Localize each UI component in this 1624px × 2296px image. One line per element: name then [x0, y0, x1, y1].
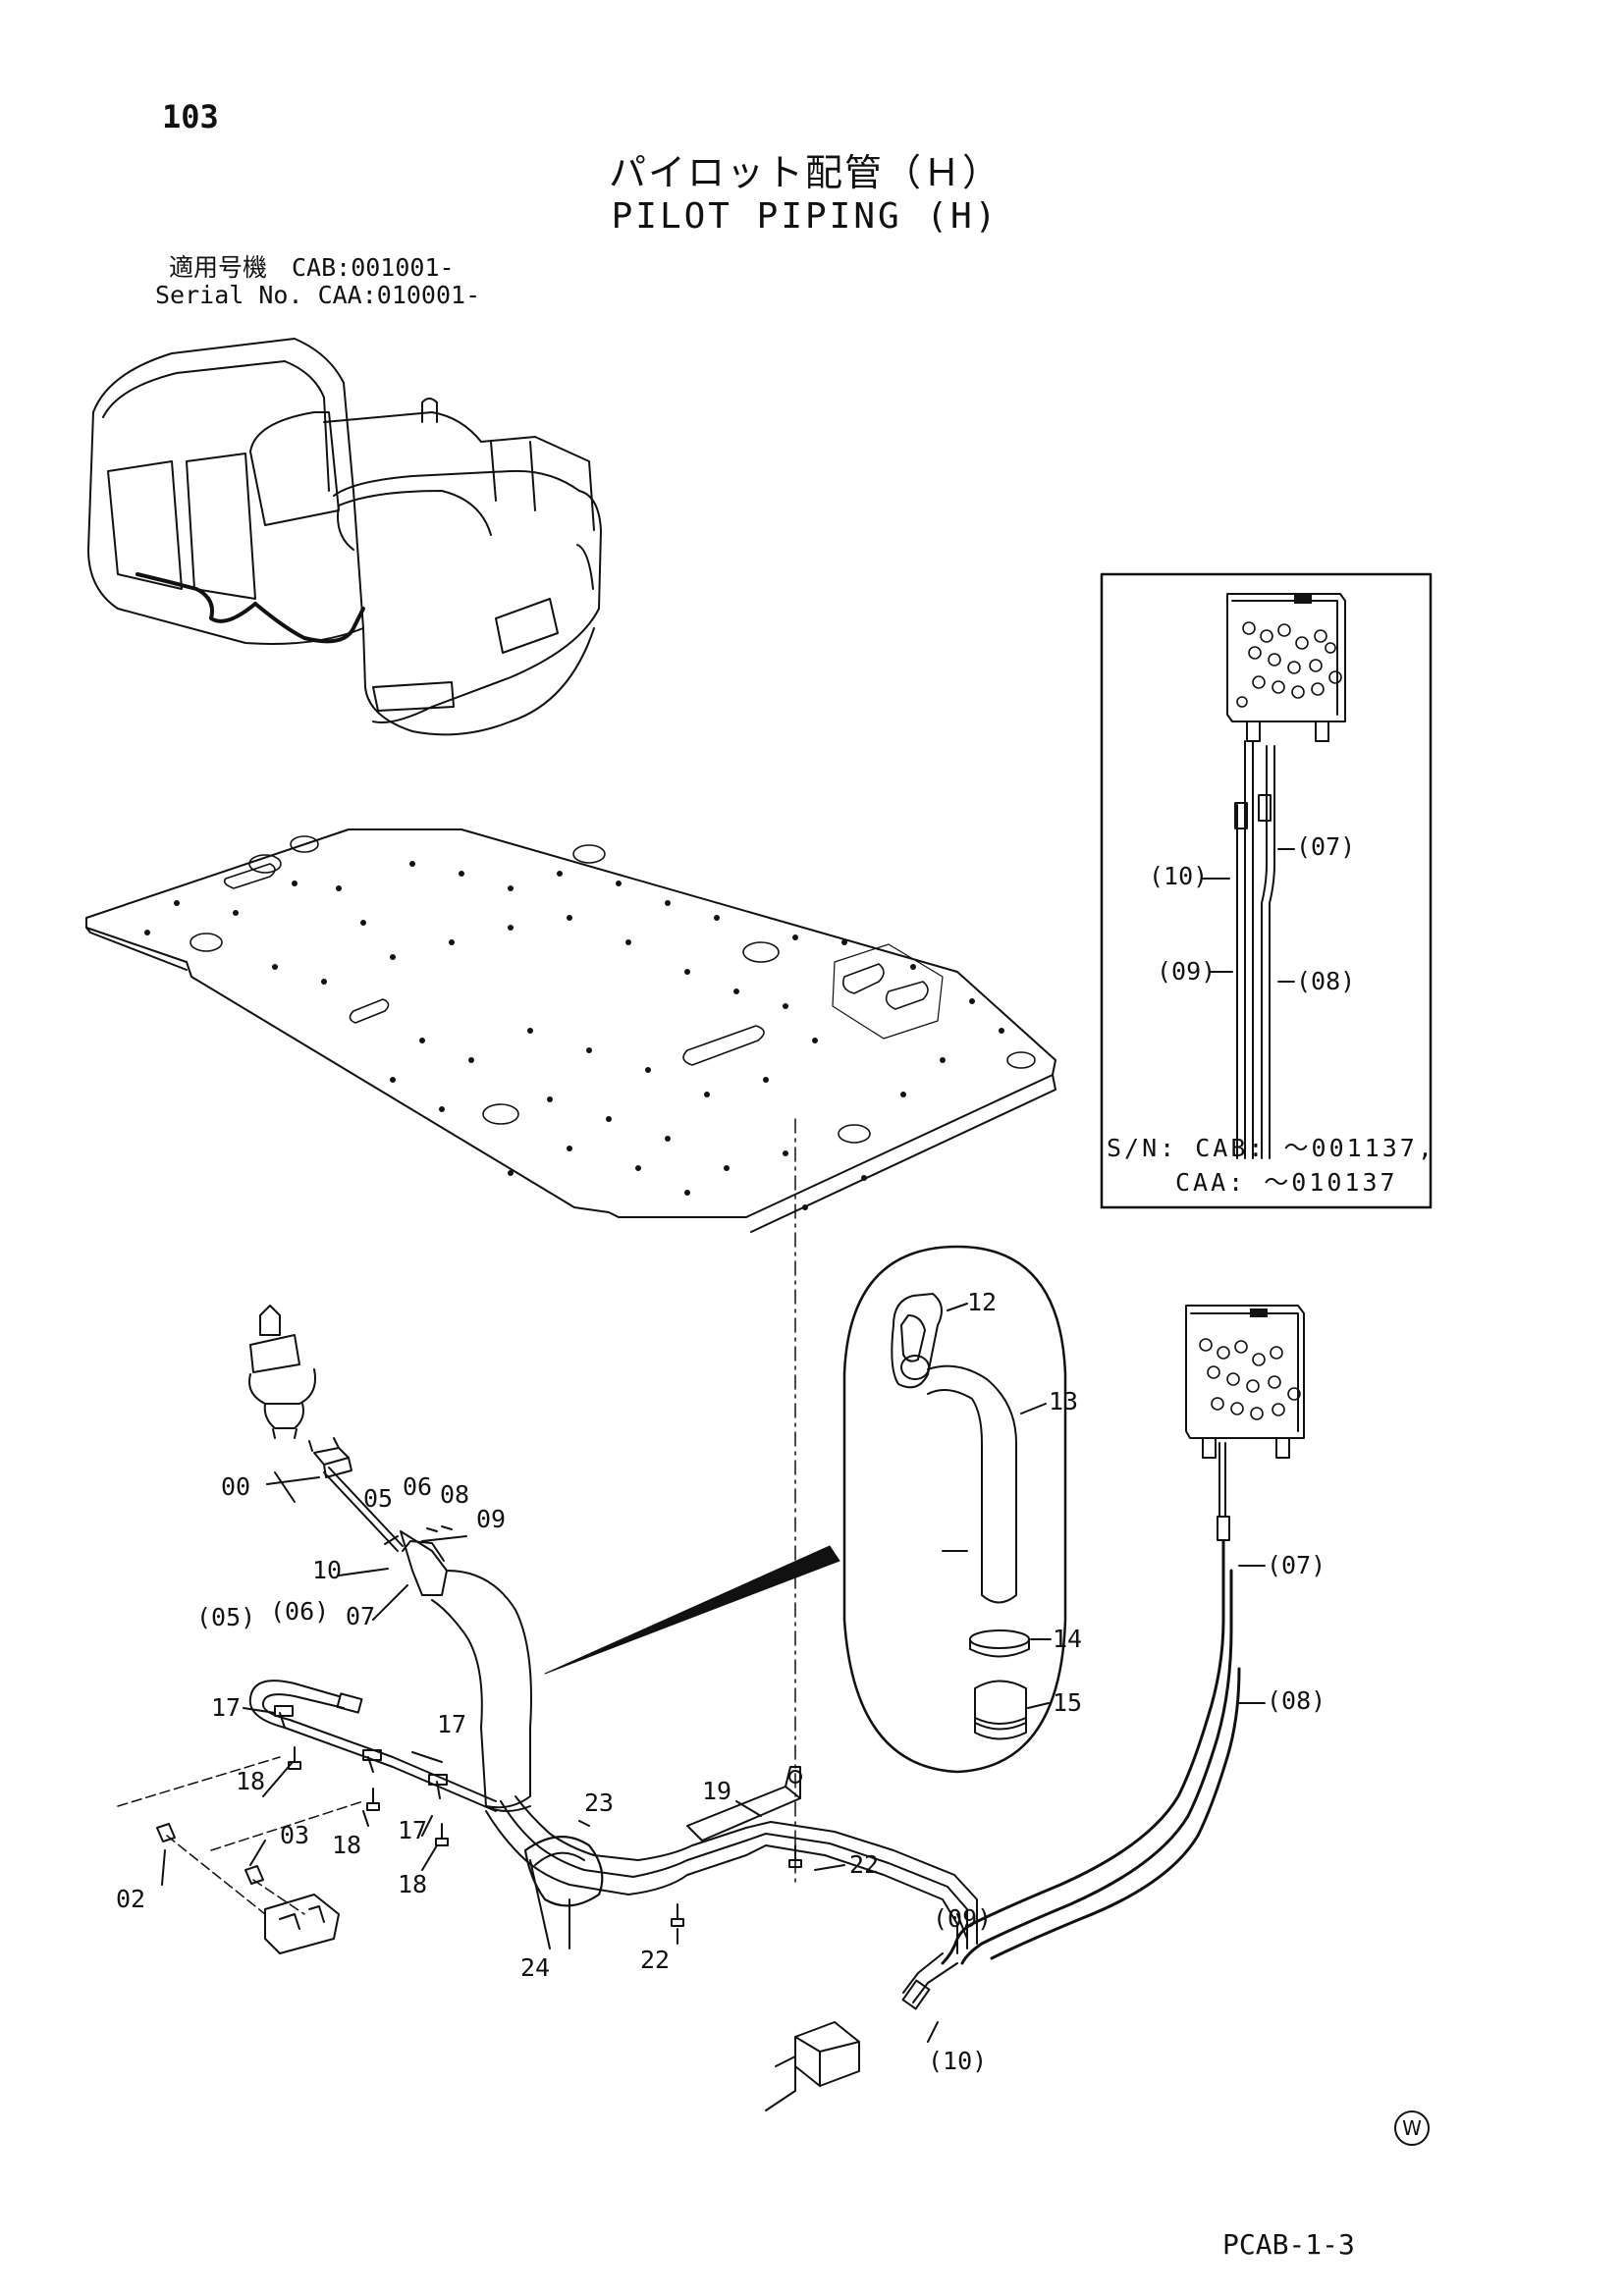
- page-title-english: PILOT PIPING (H): [611, 196, 1000, 237]
- callout-17-b: 17: [437, 1710, 467, 1738]
- callout-02: 02: [116, 1885, 146, 1913]
- serial-range-cab: S/N: CAB: ～001137,: [1107, 1134, 1435, 1162]
- callout-24: 24: [520, 1953, 551, 1982]
- w-mark-badge: W: [1394, 2110, 1430, 2146]
- page-code: PCAB-1-3: [1222, 2228, 1355, 2261]
- callout-07: 07: [346, 1602, 376, 1630]
- callout-18-a: 18: [236, 1767, 266, 1795]
- callout-18-b: 18: [332, 1831, 362, 1859]
- callout-07-ref: (07): [1267, 1551, 1326, 1579]
- callout-00: 00: [221, 1472, 251, 1501]
- detail-box: [1100, 572, 1433, 1209]
- callout-detail-08: (08): [1296, 967, 1356, 995]
- callout-05-ref: (05): [196, 1603, 256, 1631]
- callout-05: 05: [363, 1484, 394, 1513]
- excavator-cab-illustration: [87, 338, 602, 736]
- callout-22-b: 22: [640, 1946, 671, 1974]
- hose-harness-left: [117, 1467, 1266, 2111]
- callout-06-ref: (06): [270, 1597, 330, 1626]
- callout-19: 19: [702, 1777, 732, 1805]
- pilot-valve-left: [248, 1305, 352, 1478]
- callout-10-ref: (10): [928, 2047, 988, 2075]
- callout-09-ref: (09): [933, 1904, 993, 1933]
- callout-03: 03: [280, 1821, 310, 1849]
- callout-18-c: 18: [398, 1870, 428, 1898]
- callout-08: 08: [440, 1480, 470, 1509]
- callout-10: 10: [312, 1556, 343, 1584]
- floor-plate: [85, 828, 1056, 1886]
- page-number: 103: [162, 98, 219, 135]
- callout-15: 15: [1053, 1688, 1083, 1717]
- cab-pilot-hose-routing: [135, 572, 365, 644]
- callout-23: 23: [584, 1789, 615, 1817]
- callout-12: 12: [967, 1288, 998, 1316]
- callout-detail-10: (10): [1149, 862, 1209, 890]
- callout-06: 06: [403, 1472, 433, 1501]
- capsule-detail: [842, 1245, 1067, 1774]
- page-title-japanese: パイロット配管（Ｈ）: [608, 151, 1001, 194]
- callout-09: 09: [476, 1505, 507, 1533]
- callout-17-a: 17: [211, 1693, 242, 1722]
- callout-17-c: 17: [398, 1816, 428, 1844]
- serial-number-jp: 適用号機 CAB:001001-: [169, 253, 455, 282]
- callout-08-ref: (08): [1267, 1686, 1326, 1715]
- serial-range-caa: CAA: ～010137: [1175, 1168, 1398, 1197]
- callout-detail-09: (09): [1157, 957, 1217, 986]
- callout-detail-07: (07): [1296, 832, 1356, 861]
- callout-13: 13: [1049, 1387, 1079, 1415]
- serial-number-en: Serial No. CAA:010001-: [155, 281, 481, 309]
- pilot-valve-right: [941, 1305, 1305, 1965]
- callout-14: 14: [1053, 1625, 1083, 1653]
- callout-22-a: 22: [849, 1850, 880, 1879]
